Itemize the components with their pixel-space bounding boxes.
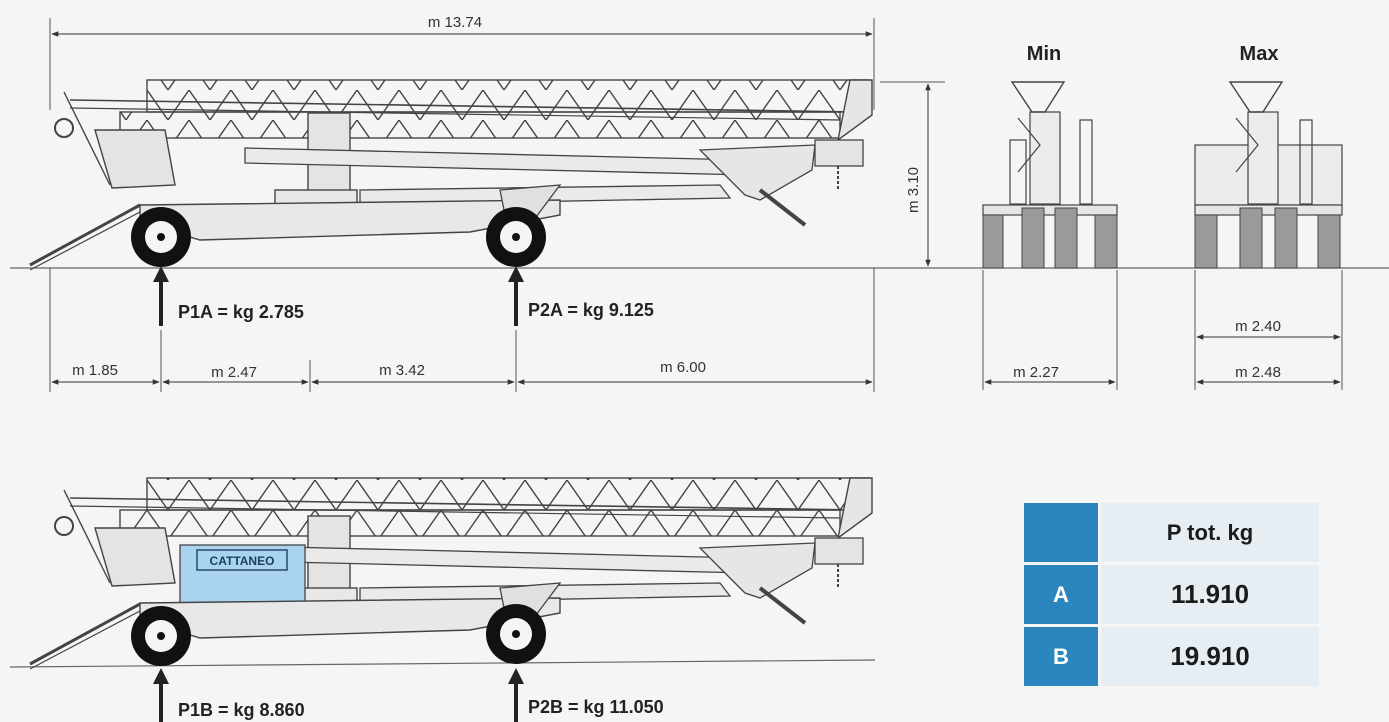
table-row: B 19.910 xyxy=(1024,627,1319,686)
row-value-b: 19.910 xyxy=(1101,627,1319,686)
ground-line-b xyxy=(9,659,876,668)
label-max: Max xyxy=(1240,43,1279,65)
label-width-max-outer: m 2.48 xyxy=(1235,364,1281,381)
load-p1a: P1A = kg 2.785 xyxy=(178,302,304,322)
dim-overall-length: m 13.74 xyxy=(49,14,875,110)
end-view-max: Max m 2.40 m 2.48 xyxy=(1194,43,1343,390)
label-seg4: m 6.00 xyxy=(660,359,706,376)
label-seg3: m 3.42 xyxy=(379,362,425,379)
load-p1b: P1B = kg 8.860 xyxy=(178,700,305,720)
dim-segments: m 1.85 m 2.47 m 3.42 m 6.00 xyxy=(49,268,875,392)
crane-b: CATTANEO P1B = kg 8.860 P2B = kg 11.050 xyxy=(9,477,876,722)
total-weight-table: P tot. kg A 11.910 B 19.910 xyxy=(1021,500,1322,689)
label-width-max-inner: m 2.40 xyxy=(1235,318,1281,335)
label-min: Min xyxy=(1027,43,1061,65)
row-value-a: 11.910 xyxy=(1101,565,1319,624)
label-seg2: m 2.47 xyxy=(211,364,257,381)
end-view-min: Min m 2.27 xyxy=(982,43,1118,390)
label-seg1: m 1.85 xyxy=(72,362,118,379)
load-p2b: P2B = kg 11.050 xyxy=(528,697,664,717)
label-width-min: m 2.27 xyxy=(1013,364,1059,381)
brand-logo: CATTANEO xyxy=(210,554,275,568)
label-height: m 3.10 xyxy=(905,167,922,213)
label-overall-length: m 13.74 xyxy=(428,14,482,31)
load-p2a: P2A = kg 9.125 xyxy=(528,300,654,320)
row-label-b: B xyxy=(1024,627,1098,686)
table-corner xyxy=(1024,503,1098,562)
crane-a: P1A = kg 2.785 P2A = kg 9.125 xyxy=(10,79,1389,326)
table-row: P tot. kg xyxy=(1024,503,1319,562)
dim-height: m 3.10 xyxy=(880,81,945,267)
row-label-a: A xyxy=(1024,565,1098,624)
lower-jib-b xyxy=(119,509,841,537)
lower-jib-a xyxy=(119,111,841,139)
table-row: A 11.910 xyxy=(1024,565,1319,624)
table-header: P tot. kg xyxy=(1101,503,1319,562)
